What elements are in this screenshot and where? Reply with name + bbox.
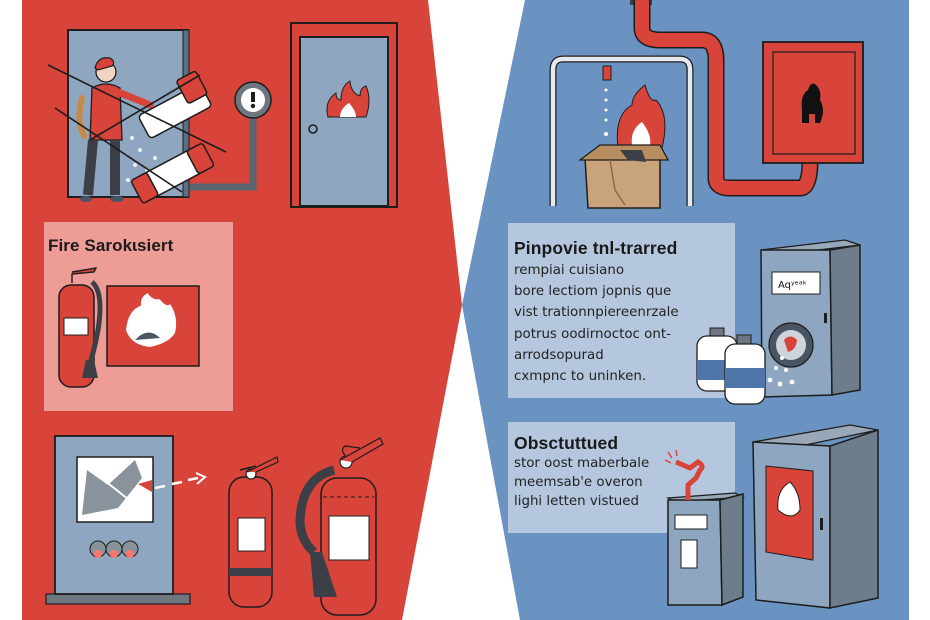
pressure-gauge-exclamation-icon	[190, 81, 272, 191]
sprinkler-icon	[549, 55, 694, 206]
fire-hose-cabinet-icon	[762, 41, 864, 164]
right-callout-1-line: rempiai cuisiano	[514, 263, 625, 278]
blocked-door-illustration	[47, 29, 227, 204]
fire-extinguisher-icon	[58, 267, 103, 388]
right-callout-1-title: Pinpovie tnl-trarred	[514, 238, 678, 258]
chemical-cabinet-icon: Aqʸᵉᵃᵏ	[760, 239, 861, 398]
broken-alarm-panel-icon	[45, 435, 207, 605]
fallen-extinguisher-icon	[131, 143, 215, 204]
flame-icon	[326, 80, 370, 118]
chemical-bottle-icon	[724, 334, 766, 405]
right-callout-1-line: vist trationnpiereenrzale	[514, 305, 679, 321]
flammable-storage-cabinet-icon	[752, 424, 879, 609]
right-callout-1-line: potrus oodirnoctoc ont-	[514, 326, 671, 342]
right-callout-2-line: lighi letten vistued	[514, 494, 639, 510]
valve-icon	[675, 459, 705, 500]
fire-hose-pipe	[630, 0, 819, 197]
left-callout-title: Fire Sarokɩsiert	[48, 236, 174, 255]
left-callout: Fire Sarokɩsiert	[48, 236, 173, 256]
right-callout-2: Obsctuttued stor oost maberbale meemsab'…	[514, 433, 649, 512]
fire-door-icon	[290, 22, 398, 208]
small-fire-extinguisher-icon	[228, 456, 279, 608]
right-callout-2-line: stor oost maberbale	[514, 456, 650, 471]
right-callout-1: Pinpovie tnl-trarred rempiai cuisiano bo…	[514, 238, 679, 386]
fire-warning-sign-icon	[106, 285, 200, 367]
right-callout-2-title: Obsctuttued	[514, 433, 619, 453]
right-callout-2-line: meemsab'e overon	[514, 475, 643, 491]
right-callout-1-line: cxmpnc to uninken.	[514, 369, 647, 385]
fallen-extinguisher-icon	[138, 70, 212, 139]
burning-box-icon	[578, 84, 670, 209]
cabinet-label: Aqʸᵉᵃᵏ	[778, 280, 807, 291]
short-cabinet-icon	[664, 449, 746, 607]
right-callout-1-line: bore lectiom jopnis que	[514, 284, 672, 300]
right-callout-1-line: arrodsopurad	[514, 347, 604, 363]
large-fire-extinguisher-icon	[295, 437, 384, 616]
